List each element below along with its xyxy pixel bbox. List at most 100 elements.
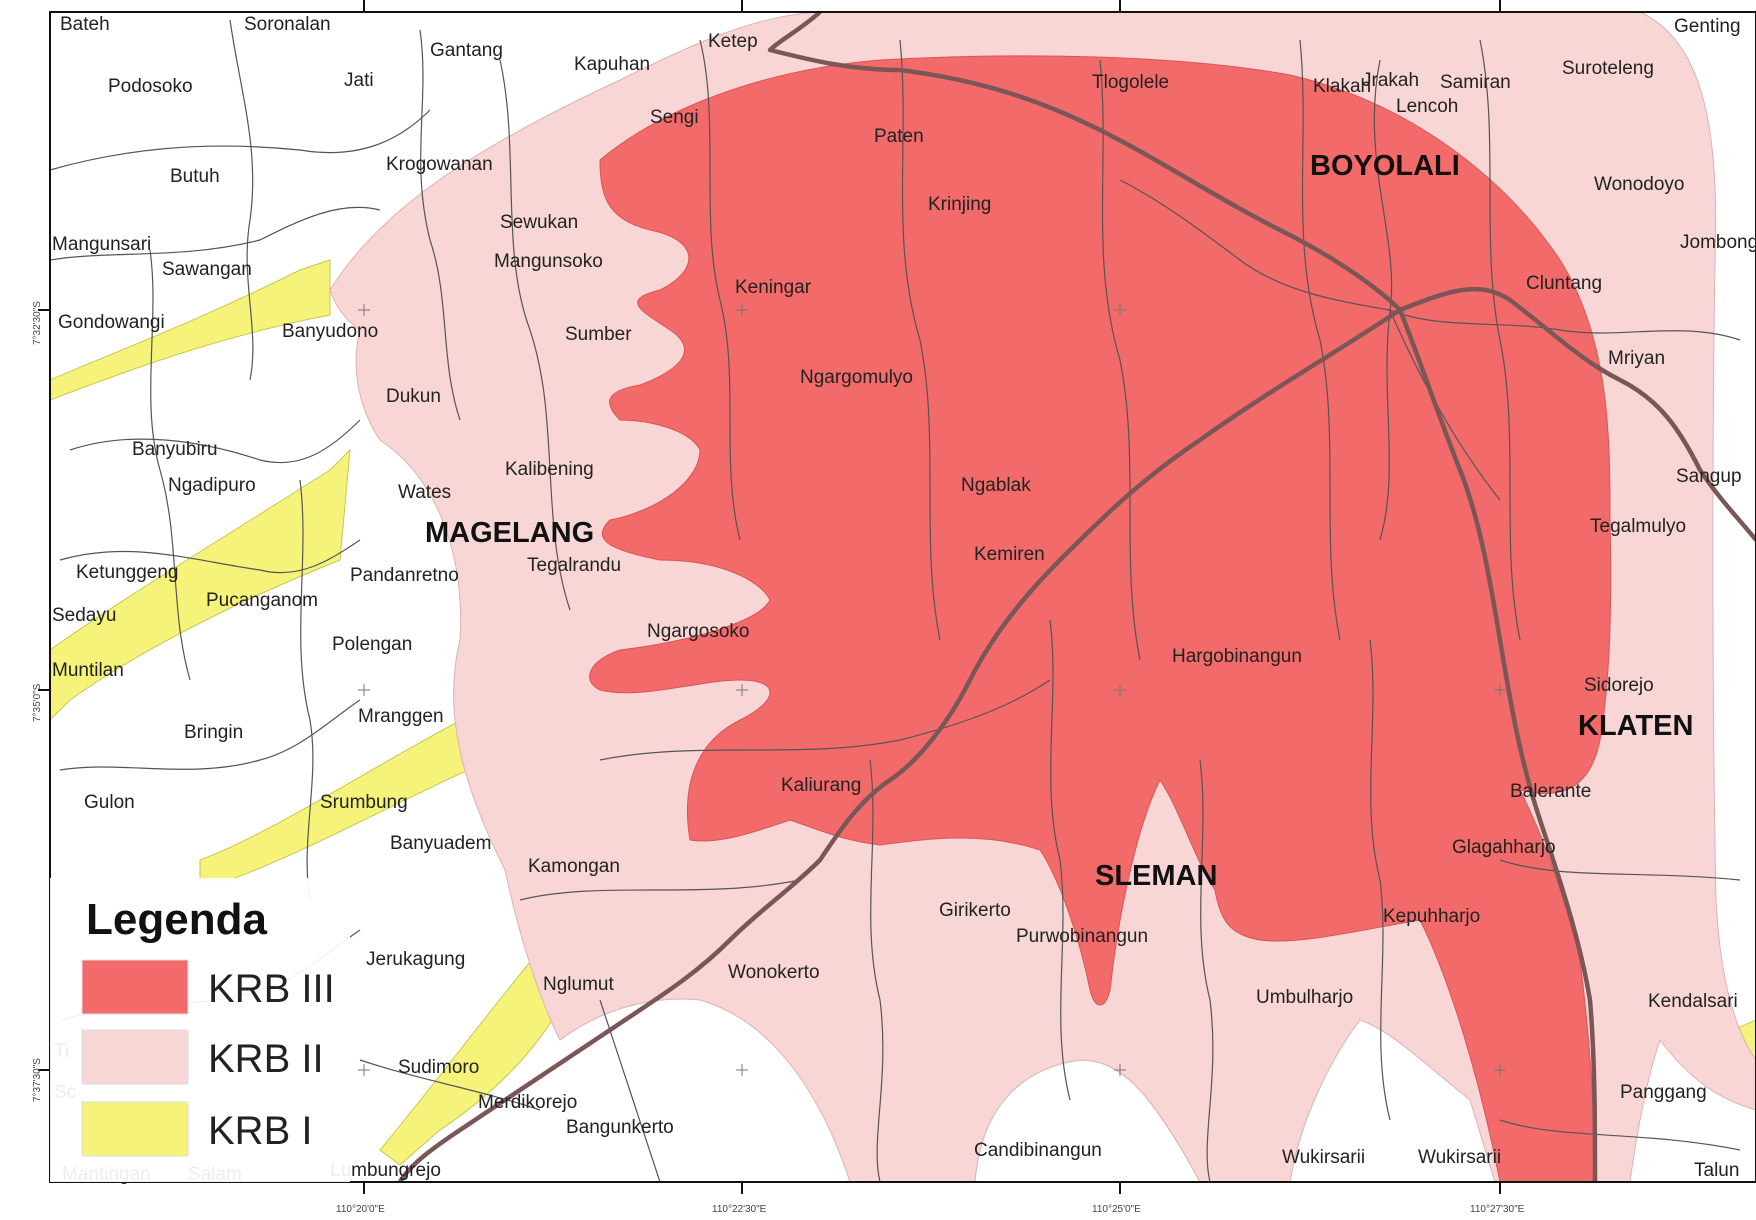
place-label: Kepuhharjo: [1383, 906, 1480, 927]
legend-title: Legenda: [86, 895, 267, 944]
latitude-label: 7°35'0"S: [32, 683, 43, 722]
place-label: Kapuhan: [574, 54, 650, 75]
place-label: Balerante: [1510, 781, 1591, 802]
place-label: Mriyan: [1608, 348, 1665, 369]
place-label: Wukirsarii: [1282, 1147, 1365, 1168]
region-label: BOYOLALI: [1310, 150, 1460, 182]
longitude-label: 110°27'30"E: [1470, 1204, 1525, 1215]
legend-label-krb1: KRB I: [208, 1109, 312, 1153]
place-label: Muntilan: [52, 660, 124, 681]
place-label: Hargobinangun: [1172, 646, 1302, 667]
place-label: Mranggen: [358, 706, 444, 727]
place-label: Butuh: [170, 166, 220, 187]
place-label: Krogowanan: [386, 154, 493, 175]
place-label: Genting: [1674, 16, 1741, 37]
place-label: Sidorejo: [1584, 675, 1654, 696]
place-label: Candibinangun: [974, 1140, 1102, 1161]
region-label: MAGELANG: [425, 517, 594, 549]
place-label: Samiran: [1440, 72, 1511, 93]
place-label: Merdikorejo: [478, 1092, 577, 1113]
place-label: Nglumut: [543, 974, 614, 995]
place-label: Paten: [874, 126, 924, 147]
place-label: Tegalrandu: [527, 555, 621, 576]
place-label: Wates: [398, 482, 451, 503]
legend-label-krb2: KRB II: [208, 1037, 324, 1081]
place-label: Soronalan: [244, 14, 331, 35]
place-label: Wonodoyo: [1594, 174, 1685, 195]
legend-swatch-krb3: [81, 959, 189, 1015]
region-labels: BOYOLALI MAGELANG KLATEN SLEMAN: [425, 150, 1693, 892]
place-label: Sewukan: [500, 212, 578, 233]
place-label: Bringin: [184, 722, 243, 743]
place-label: Ketep: [708, 31, 758, 52]
place-label: Gantang: [430, 40, 503, 61]
place-label: Kamongan: [528, 856, 620, 877]
place-label: Banyudono: [282, 321, 378, 342]
place-label: Lencoh: [1396, 96, 1458, 117]
graticule: [358, 304, 1506, 1076]
place-label: Srumbung: [320, 792, 408, 813]
place-label: Jombong: [1680, 232, 1756, 253]
place-label: Sudimoro: [398, 1057, 479, 1078]
place-label: Pandanretno: [350, 565, 459, 586]
place-label: Banyubiru: [132, 439, 218, 460]
place-label: Banyuadem: [390, 833, 491, 854]
place-label: Purwobinangun: [1016, 926, 1148, 947]
place-label: Mangunsoko: [494, 251, 603, 272]
place-label: Ngablak: [961, 475, 1031, 496]
place-label: Sengi: [650, 107, 699, 128]
place-label: Krinjing: [928, 194, 991, 215]
place-label: Panggang: [1620, 1082, 1707, 1103]
place-label: Gulon: [84, 792, 135, 813]
place-label: Polengan: [332, 634, 412, 655]
place-label: Ngargomulyo: [800, 367, 913, 388]
place-label: Mangunsari: [52, 234, 151, 255]
place-label: Kemiren: [974, 544, 1045, 565]
place-label: Cluntang: [1526, 273, 1602, 294]
place-label: Wonokerto: [728, 962, 820, 983]
region-label: KLATEN: [1578, 710, 1693, 742]
legend-label-krb3: KRB III: [208, 967, 335, 1011]
place-label: Jati: [344, 70, 374, 91]
place-label: Sawangan: [162, 259, 252, 280]
legend-swatch-krb2: [81, 1029, 189, 1085]
place-label: Ketunggeng: [76, 562, 179, 583]
map-frame: [38, 0, 1756, 1194]
place-label: Ngadipuro: [168, 475, 256, 496]
place-label: Tlogolele: [1092, 72, 1169, 93]
place-label: Talun: [1694, 1160, 1739, 1181]
place-label: Kaliurang: [781, 775, 861, 796]
place-label: Pucanganom: [206, 590, 318, 611]
place-label: Sumber: [565, 324, 632, 345]
coordinate-labels: 110°20'0"E 110°22'30"E 110°25'0"E 110°27…: [32, 301, 1525, 1215]
place-label: Keningar: [735, 277, 812, 298]
place-label: Bateh: [60, 14, 110, 35]
place-label: Dukun: [386, 386, 441, 407]
longitude-label: 110°20'0"E: [336, 1204, 385, 1215]
place-label: Suroteleng: [1562, 58, 1654, 79]
place-label: Klakah: [1313, 76, 1371, 97]
place-label: Sedayu: [52, 605, 116, 626]
place-label: Sangup: [1676, 466, 1742, 487]
legend-swatch-krb1: [81, 1101, 189, 1157]
place-label: Tegalmulyo: [1590, 516, 1686, 537]
latitude-label: 7°37'30"S: [32, 1058, 43, 1102]
admin-boundaries: [49, 19, 1741, 1183]
place-label: Jerukagung: [366, 949, 465, 970]
place-label: Podosoko: [108, 76, 193, 97]
latitude-label: 7°32'30"S: [32, 301, 43, 345]
place-label: Ngargosoko: [647, 621, 749, 642]
place-label: Lumbungrejo: [330, 1160, 441, 1181]
place-label: Umbulharjo: [1256, 987, 1353, 1008]
legend: Legenda KRB III KRB II KRB I: [50, 878, 350, 1182]
place-label: Gondowangi: [58, 312, 165, 333]
place-label: Kalibening: [505, 459, 594, 480]
place-label: Bangunkerto: [566, 1117, 674, 1138]
roads: [398, 10, 1756, 1184]
longitude-label: 110°22'30"E: [712, 1204, 767, 1215]
place-label: Jrakah: [1362, 70, 1419, 91]
place-label: Glagahharjo: [1452, 837, 1556, 858]
place-label: Girikerto: [939, 900, 1011, 921]
